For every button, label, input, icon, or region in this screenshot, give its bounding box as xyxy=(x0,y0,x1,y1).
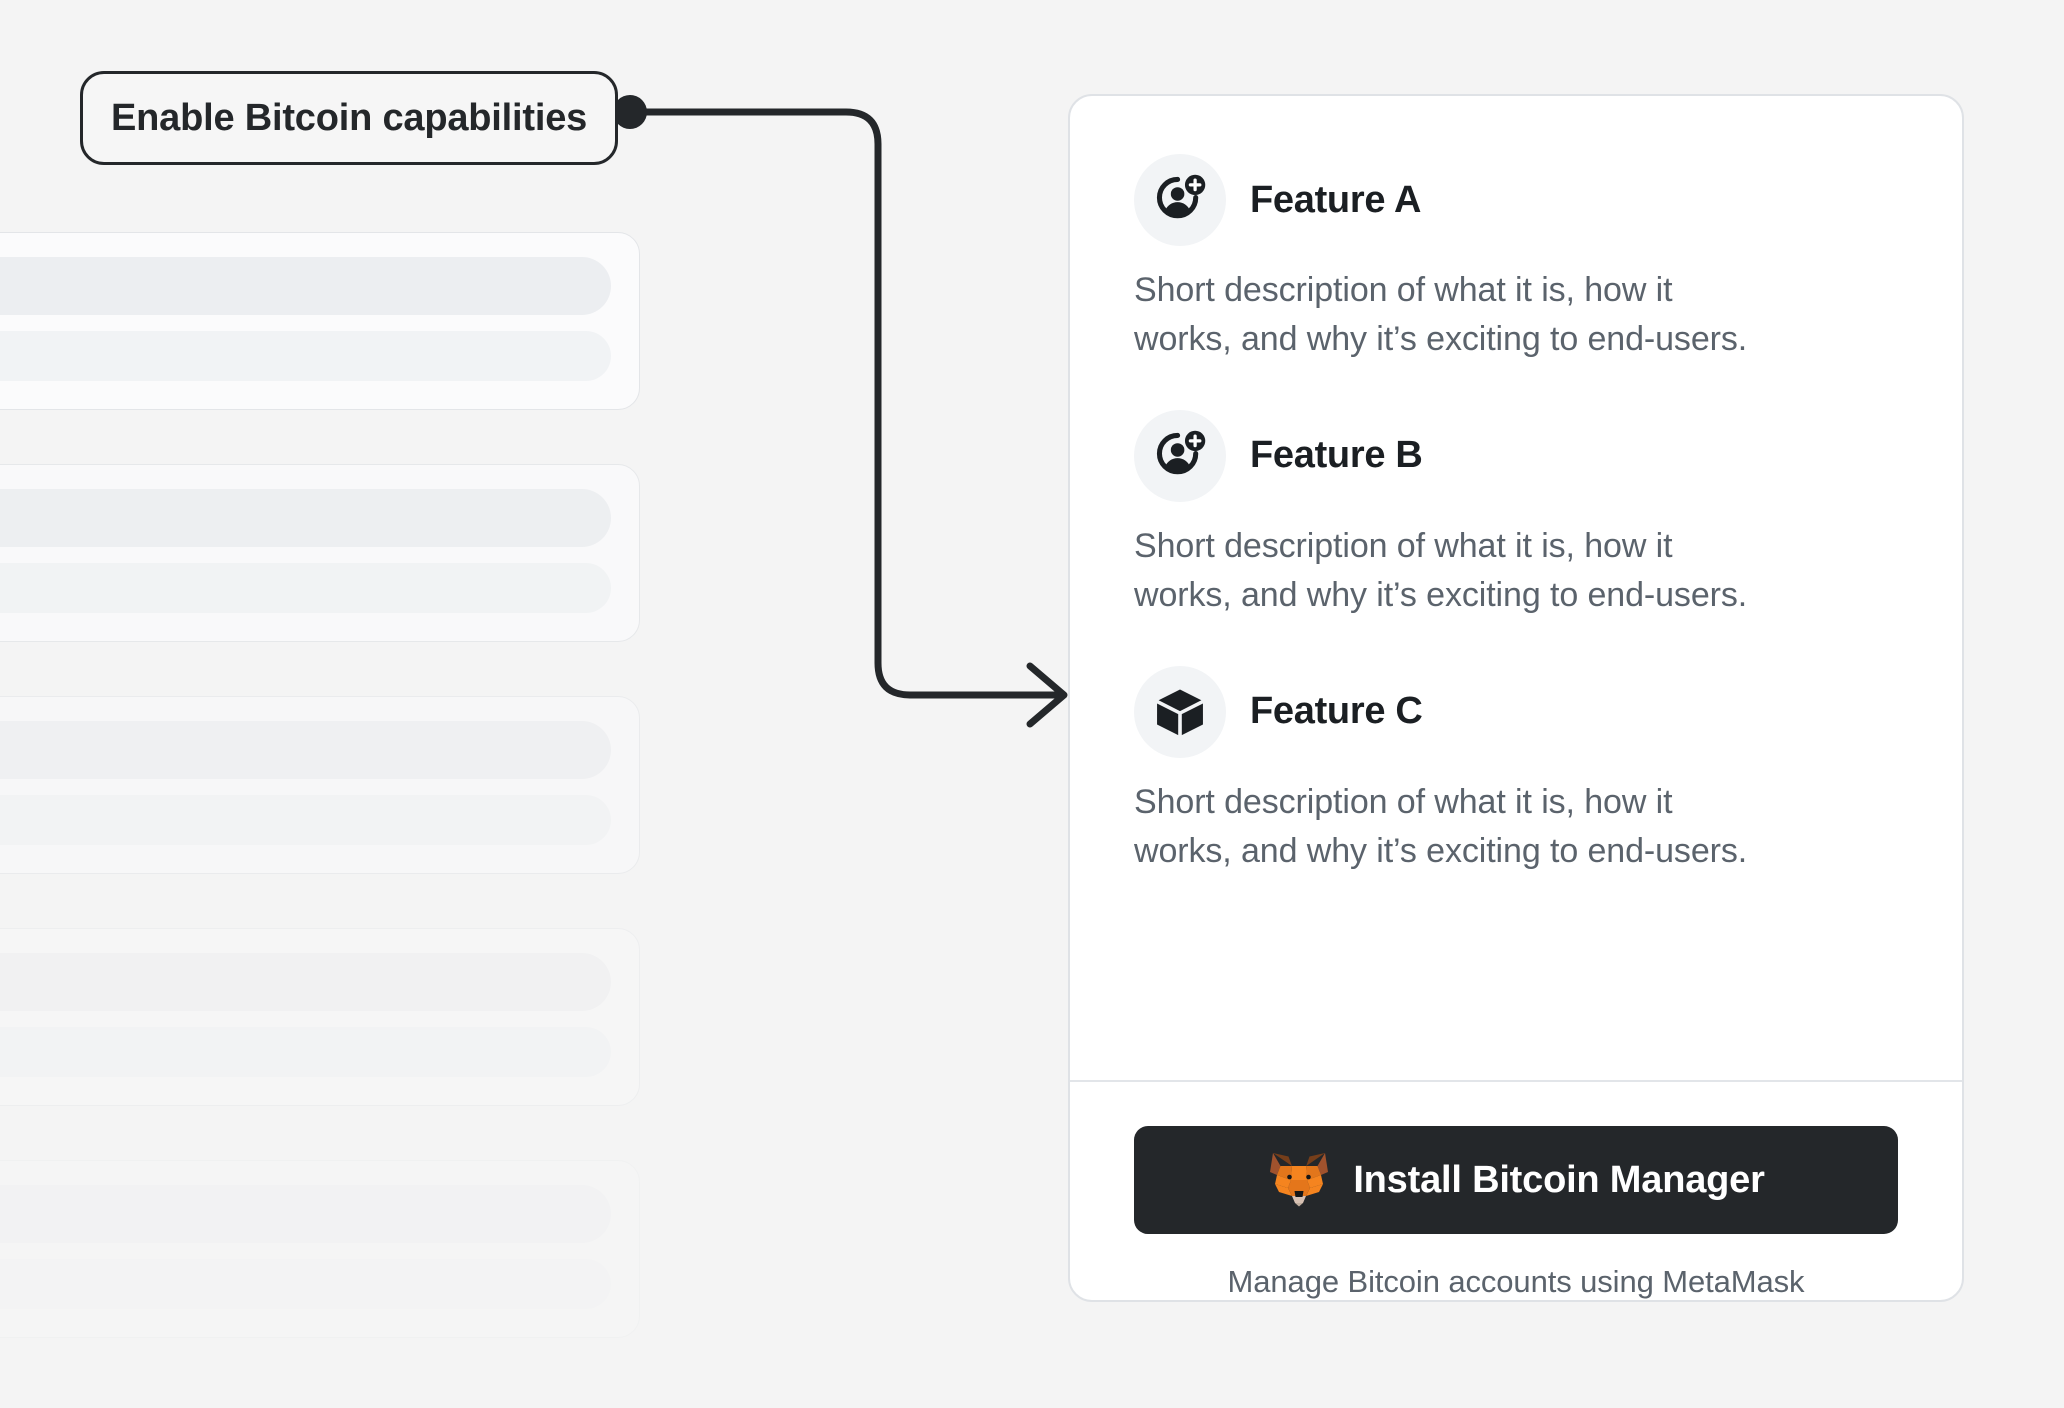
feature-header: Feature C xyxy=(1134,665,1898,758)
install-caption: Manage Bitcoin accounts using MetaMask xyxy=(1227,1264,1805,1299)
card-footer: Install Bitcoin Manager Manage Bitcoin a… xyxy=(1070,1082,1962,1300)
feature-description: Short description of what it is, how it … xyxy=(1134,271,1748,358)
callout-annotation: Enable Bitcoin capabilities xyxy=(80,71,619,165)
account-add-glyph xyxy=(1156,174,1206,219)
feature-item: Feature A Short description of what it i… xyxy=(1134,154,1898,364)
skeleton-bar xyxy=(0,489,611,547)
skeleton-bar xyxy=(0,1027,611,1077)
metamask-fox-icon xyxy=(1267,1150,1331,1210)
feature-description: Short description of what it is, how it … xyxy=(1134,782,1748,870)
account-add-icon xyxy=(1134,409,1226,502)
cube-glyph xyxy=(1157,689,1203,735)
arrow-head-icon xyxy=(1026,662,1068,728)
install-bitcoin-manager-button[interactable]: Install Bitcoin Manager xyxy=(1134,1126,1898,1234)
skeleton-card xyxy=(0,232,640,410)
feature-list: Feature A Short description of what it i… xyxy=(1070,96,1962,1030)
skeleton-card xyxy=(0,928,640,1106)
skeleton-card xyxy=(0,696,640,874)
skeleton-bar xyxy=(0,795,611,845)
skeleton-bar xyxy=(0,1185,611,1243)
feature-header: Feature A xyxy=(1134,154,1898,246)
feature-item: Feature B Short description of what it i… xyxy=(1134,409,1898,620)
account-add-glyph xyxy=(1156,430,1206,475)
feature-header: Feature B xyxy=(1134,409,1898,502)
account-add-icon xyxy=(1134,154,1226,246)
skeleton-card xyxy=(0,464,640,642)
feature-title: Feature A xyxy=(1250,178,1422,221)
feature-title: Feature C xyxy=(1250,690,1423,733)
feature-card: Feature A Short description of what it i… xyxy=(1068,94,1964,1302)
install-button-label: Install Bitcoin Manager xyxy=(1353,1158,1765,1201)
feature-item: Feature C Short description of what it i… xyxy=(1134,665,1898,876)
skeleton-bar xyxy=(0,953,611,1011)
skeleton-bar xyxy=(0,563,611,613)
skeleton-bar xyxy=(0,331,611,381)
skeleton-card xyxy=(0,1160,640,1338)
card-divider xyxy=(1070,1080,1962,1082)
feature-description: Short description of what it is, how it … xyxy=(1134,526,1748,614)
feature-title: Feature B xyxy=(1250,434,1423,477)
skeleton-bar xyxy=(0,1259,611,1309)
connector-path xyxy=(626,108,1062,699)
callout-label: Enable Bitcoin capabilities xyxy=(111,96,588,139)
skeleton-bar xyxy=(0,721,611,779)
connector-dot xyxy=(613,95,647,129)
cube-icon xyxy=(1134,665,1226,758)
skeleton-bar xyxy=(0,257,611,315)
metamask-fox-glyph xyxy=(1270,1153,1329,1207)
